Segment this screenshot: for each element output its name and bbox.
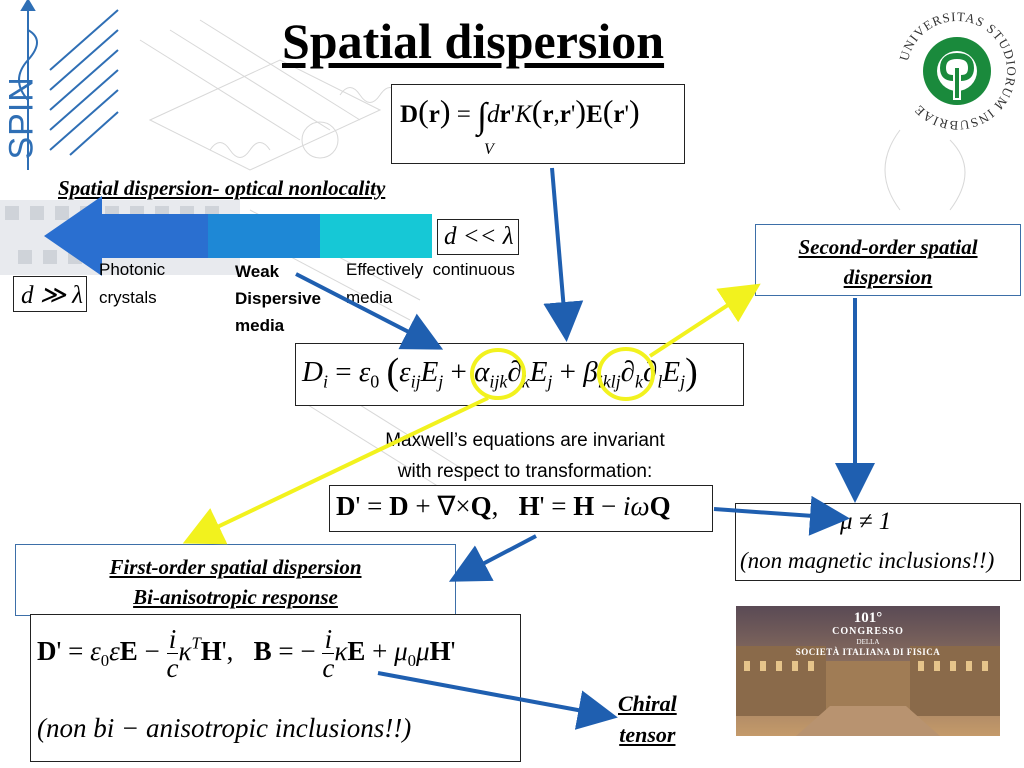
non-bi-anisotropic-inclusions: (non bi − anisotropic inclusions!!) <box>37 713 412 743</box>
beta-highlight-circle <box>597 347 655 401</box>
congress-text: 101° CONGRESSO DELLA SOCIETÀ ITALIANA DI… <box>736 610 1000 658</box>
condition-small-box: d << λ <box>437 219 519 255</box>
arrow-weak-to-main <box>295 272 444 350</box>
non-magnetic-box: μ ≠ 1 (non magnetic inclusions!!) <box>735 503 1021 581</box>
integral-domain-v: V <box>484 141 494 158</box>
nonlocal-equation: D(r) = ∫dr'K(r,r')E(r') <box>400 93 640 136</box>
non-magnetic-inclusions: (non magnetic inclusions!!) <box>740 548 995 573</box>
congress-society: SOCIETÀ ITALIANA DI FISICA <box>795 647 941 657</box>
university-seal-logo: UNIVERSITAS STUDIORUM INSUBRIAE <box>896 9 1018 133</box>
condition-large-box: d ≫ λ <box>13 276 87 312</box>
transform-equation: D' = D + ∇×Q, H' = H − iωQ <box>336 491 671 521</box>
congress-word: CONGRESSO <box>832 626 904 637</box>
congress-della: DELLA <box>856 638 880 646</box>
label-effectively-continuous: Effectively continuous media <box>346 260 515 307</box>
scale-arrow <box>44 196 432 276</box>
arrow-transform-to-first <box>448 534 537 582</box>
alpha-highlight-circle <box>470 348 526 400</box>
congress-photo <box>736 606 1000 736</box>
arrow-top-to-main <box>543 167 584 342</box>
arrow-transform-to-mu <box>713 495 850 536</box>
main-equation: Di = ε0 (εijEj + αijk∂kEj + βiklj∂k∂lEj) <box>302 351 698 393</box>
main-equation-box: Di = ε0 (εijEj + αijk∂kEj + βiklj∂k∂lEj) <box>295 343 744 406</box>
nonlocal-equation-box: D(r) = ∫dr'K(r,r')E(r') V <box>391 84 685 164</box>
arrow-yellow-to-second <box>648 283 761 358</box>
transform-equation-box: D' = D + ∇×Q, H' = H − iωQ <box>329 485 713 532</box>
arrow-yellow-to-first <box>182 396 489 545</box>
condition-large: d ≫ λ <box>21 282 83 309</box>
subtitle: Spatial dispersion- optical nonlocality <box>58 176 386 200</box>
congress-number: 101° <box>853 610 883 626</box>
spin-logo <box>0 0 122 178</box>
page-title: Spatial dispersion <box>282 13 665 69</box>
arrow-kappa-to-chiral <box>377 671 618 730</box>
condition-small: d << λ <box>444 223 514 250</box>
